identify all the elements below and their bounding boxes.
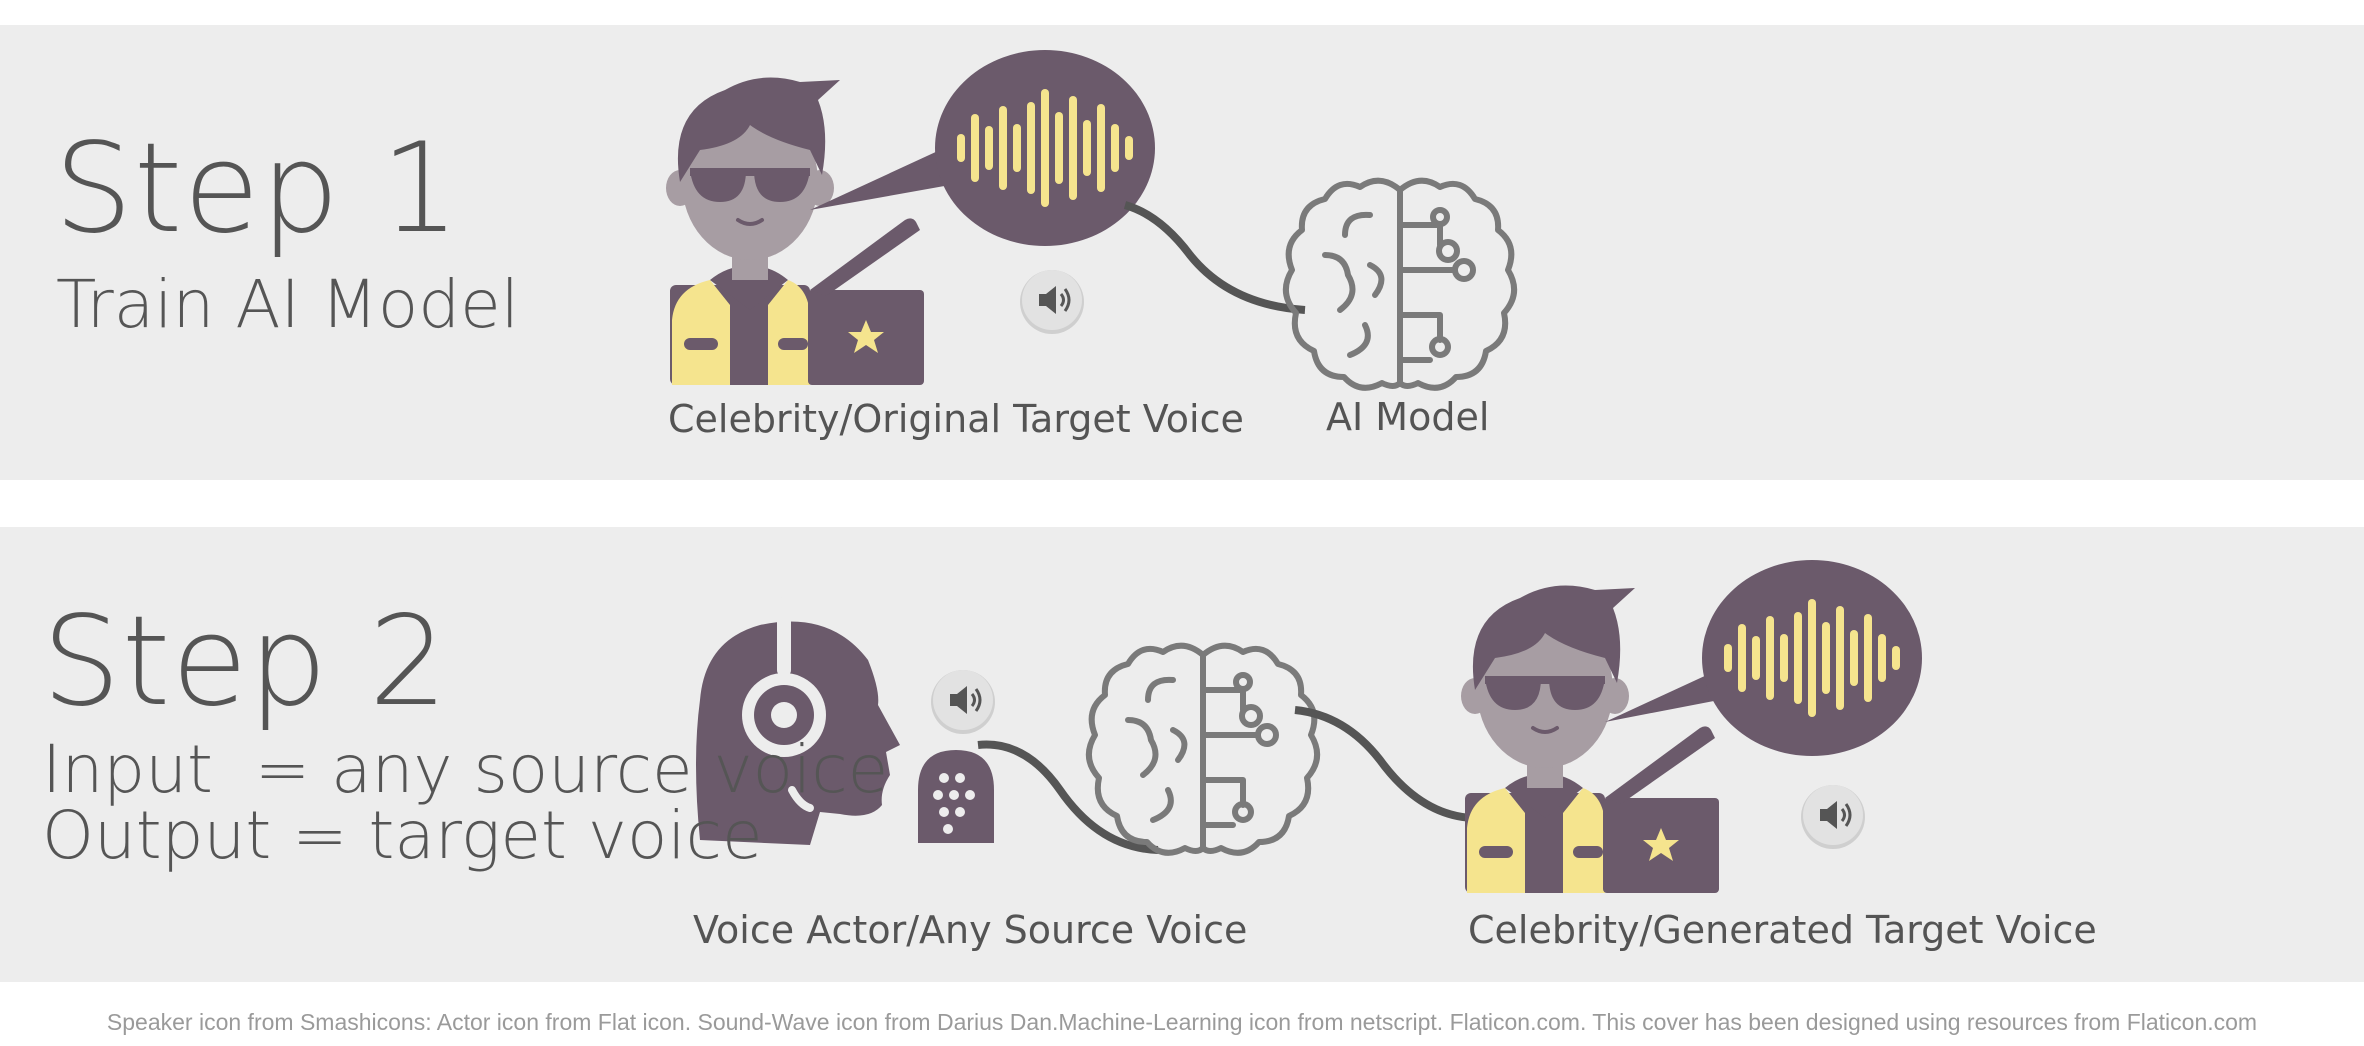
step2-connector-left	[977, 740, 1159, 854]
step1-subtitle: Train AI Model	[56, 266, 520, 343]
step2-source-speaker-button[interactable]	[929, 668, 997, 736]
step2-output-line: Output = target voice	[42, 797, 763, 874]
step1-actor-icon	[664, 75, 926, 387]
step2-sound-wave-icon	[1605, 560, 1922, 756]
step1-sound-wave-icon	[810, 50, 1155, 246]
step2-microphone-icon	[918, 750, 994, 843]
step2-target-speaker-button[interactable]	[1799, 783, 1867, 851]
step2-title: Step 2	[42, 590, 449, 734]
step1-title: Step 1	[54, 117, 461, 261]
step1-speaker-button[interactable]	[1018, 268, 1086, 336]
step2-target-caption: Celebrity/Generated Target Voice	[1468, 908, 2097, 952]
step1-model-caption: AI Model	[1326, 395, 1490, 439]
step2-headphones-head-icon	[696, 597, 900, 845]
attribution-footer: Speaker icon from Smashicons: Actor icon…	[106, 1009, 2258, 1035]
step2-brain-icon	[1089, 646, 1317, 853]
step1-brain-icon	[1286, 181, 1514, 388]
step2-connector-right	[1294, 706, 1473, 822]
step2-input-line: Input = any source voice	[42, 731, 889, 808]
step1-connector	[1123, 201, 1306, 314]
step1-speaker-caption: Celebrity/Original Target Voice	[668, 397, 1244, 441]
step2-source-caption: Voice Actor/Any Source Voice	[693, 908, 1248, 952]
step2-actor-icon	[1459, 583, 1721, 895]
step1-panel	[0, 25, 2364, 480]
